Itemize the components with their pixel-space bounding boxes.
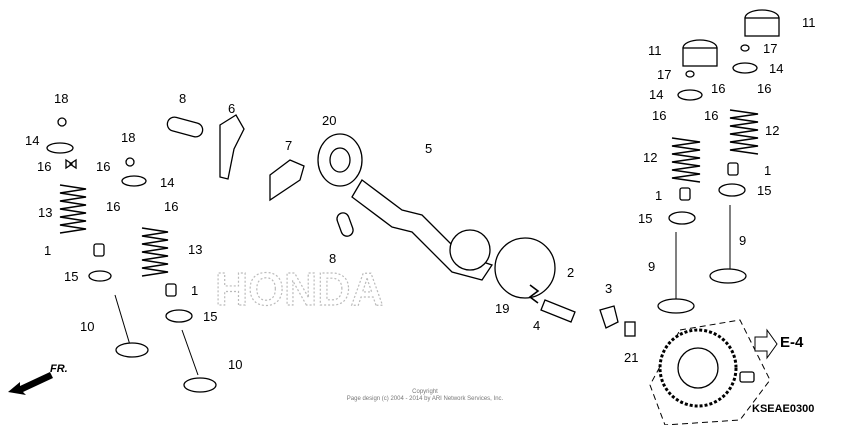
part-callout[interactable]: 3 bbox=[605, 281, 612, 296]
copyright-text: Page design (c) 2004 - 2014 by ARI Netwo… bbox=[346, 396, 504, 402]
front-direction-label: FR. bbox=[50, 363, 68, 375]
front-arrow-icon bbox=[8, 372, 53, 395]
callouts-left: 18 14 16 16 13 1 15 10 8 6 18 14 16 16 1… bbox=[25, 91, 242, 372]
part-callout[interactable]: 17 bbox=[763, 41, 777, 56]
part-callout[interactable]: 13 bbox=[38, 205, 52, 220]
part-callout[interactable]: 2 bbox=[567, 265, 574, 280]
diagram-code: KSEAE0300 bbox=[752, 403, 815, 415]
part-callout[interactable]: 1 bbox=[655, 188, 662, 203]
part-callout[interactable]: 7 bbox=[285, 138, 292, 153]
part-callout[interactable]: 16 bbox=[704, 108, 718, 123]
callouts-right: 11 17 14 16 16 12 1 15 9 11 17 14 16 16 … bbox=[638, 15, 816, 274]
part-callout[interactable]: 16 bbox=[37, 159, 51, 174]
part-callout[interactable]: 21 bbox=[624, 350, 638, 365]
callouts-camshaft: 7 20 5 8 19 2 4 3 21 bbox=[285, 113, 638, 365]
part-callout[interactable]: 14 bbox=[769, 61, 783, 76]
copyright-notice: Copyright Page design (c) 2004 - 2014 by… bbox=[300, 389, 550, 403]
part-callout[interactable]: 1 bbox=[191, 283, 198, 298]
part-callout[interactable]: 9 bbox=[648, 259, 655, 274]
part-callout[interactable]: 12 bbox=[643, 150, 657, 165]
part-callout[interactable]: 10 bbox=[80, 319, 94, 334]
camshaft-assembly bbox=[269, 133, 636, 337]
part-callout[interactable]: 12 bbox=[765, 123, 779, 138]
part-callout[interactable]: 16 bbox=[652, 108, 666, 123]
right-valve-assembly bbox=[657, 9, 780, 314]
cam-sprocket bbox=[649, 319, 771, 425]
part-callout[interactable]: 16 bbox=[711, 81, 725, 96]
part-callout[interactable]: 5 bbox=[425, 141, 432, 156]
part-callout[interactable]: 18 bbox=[54, 91, 68, 106]
part-callout[interactable]: 15 bbox=[64, 269, 78, 284]
part-callout[interactable]: 11 bbox=[802, 15, 816, 30]
part-callout[interactable]: 8 bbox=[329, 251, 336, 266]
part-callout[interactable]: HONDA bbox=[214, 262, 384, 315]
reference-link-e4[interactable]: E-4 bbox=[780, 334, 804, 351]
part-callout[interactable]: 1 bbox=[44, 243, 51, 258]
part-callout[interactable]: 17 bbox=[657, 67, 671, 82]
left-center-valve-assembly bbox=[121, 114, 245, 393]
part-callout[interactable]: 6 bbox=[228, 101, 235, 116]
part-callout[interactable]: 15 bbox=[757, 183, 771, 198]
part-callout[interactable]: 14 bbox=[25, 133, 39, 148]
part-callout[interactable]: 16 bbox=[106, 199, 120, 214]
part-callout[interactable]: 10 bbox=[228, 357, 242, 372]
part-callout[interactable]: 14 bbox=[649, 87, 663, 102]
arrow-right-icon bbox=[754, 328, 778, 360]
part-callout[interactable]: 11 bbox=[648, 43, 662, 58]
left-valve-assembly bbox=[46, 117, 149, 358]
part-callout[interactable]: 19 bbox=[495, 301, 509, 316]
part-callout[interactable]: 15 bbox=[638, 211, 652, 226]
part-callout[interactable]: 8 bbox=[179, 91, 186, 106]
part-callout[interactable]: 18 bbox=[121, 130, 135, 145]
part-callout[interactable]: 1 bbox=[764, 163, 771, 178]
part-callout[interactable]: 16 bbox=[96, 159, 110, 174]
part-callout[interactable]: 20 bbox=[322, 113, 336, 128]
part-callout[interactable]: 14 bbox=[160, 175, 174, 190]
part-callout[interactable]: 16 bbox=[164, 199, 178, 214]
copyright-title: Copyright bbox=[412, 389, 438, 395]
part-callout[interactable]: 4 bbox=[533, 318, 540, 333]
part-callout[interactable]: 9 bbox=[739, 233, 746, 248]
part-callout[interactable]: 15 bbox=[203, 309, 217, 324]
part-callout[interactable]: 13 bbox=[188, 242, 202, 257]
part-callout[interactable]: 16 bbox=[757, 81, 771, 96]
